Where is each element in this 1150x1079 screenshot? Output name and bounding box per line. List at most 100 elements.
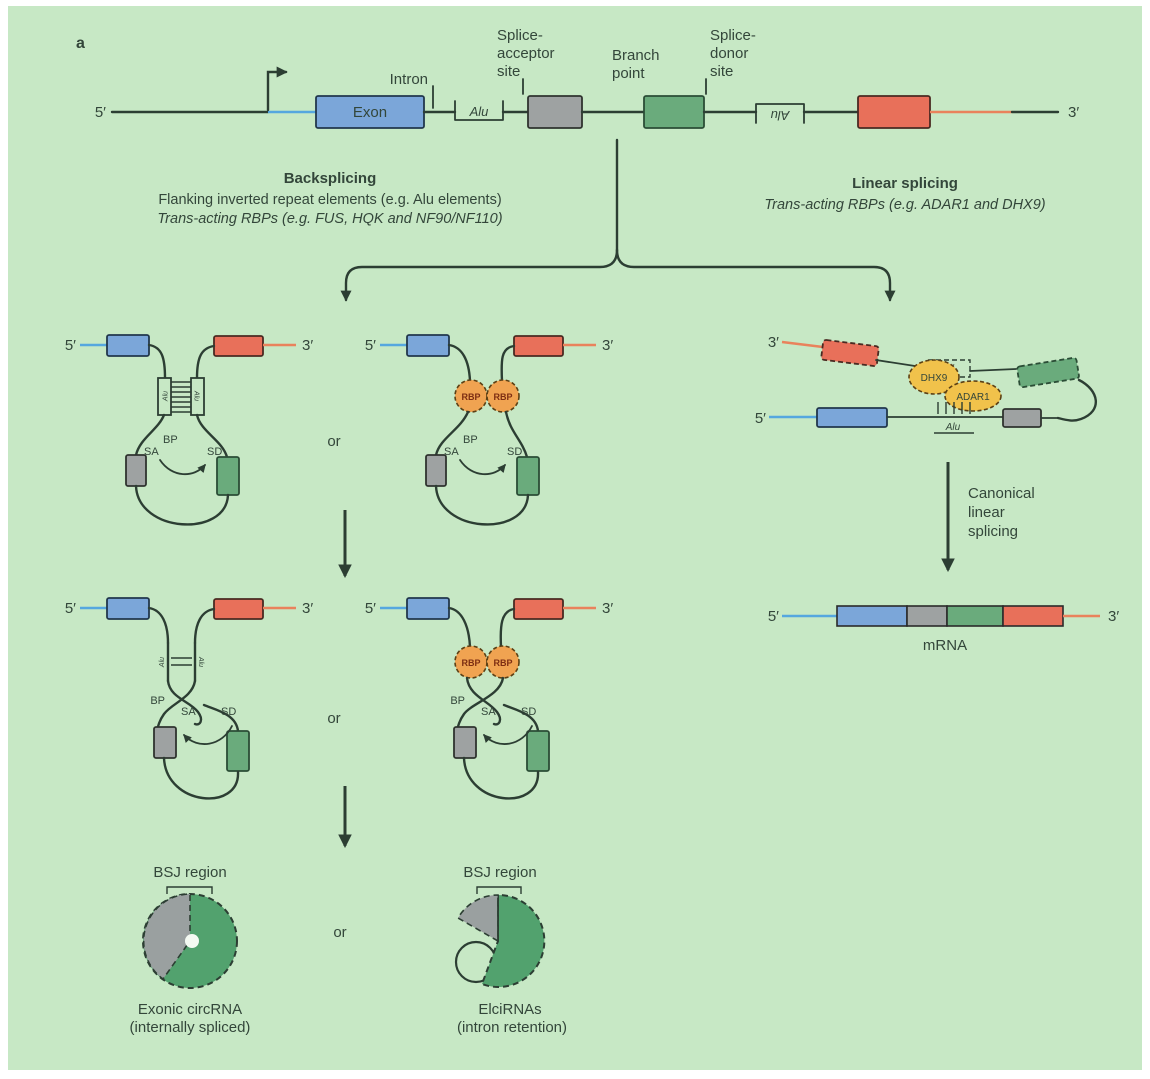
canonical-line1: Canonical: [968, 485, 1035, 502]
alu-label: Alu: [159, 657, 166, 668]
bp-label: BP: [150, 695, 165, 707]
rbp-protein-right: [486, 379, 520, 413]
alu-label: Alu: [197, 656, 204, 667]
intron-label: Intron: [390, 71, 428, 88]
three-prime-label: 3′: [602, 337, 613, 354]
backsplice-alu-pairing-diagram: 5′ 3′ Alu Alu BP SA SD: [65, 334, 313, 526]
five-prime-label: 5′: [65, 600, 76, 617]
rbp-protein-right: [486, 645, 520, 679]
connecting-loop: [1056, 378, 1097, 422]
splice-acceptor-callout: Splice- acceptor site: [497, 27, 555, 95]
bp-label: BP: [463, 434, 478, 446]
branch-point-callout: Branch point: [612, 47, 660, 82]
sa-label: SA: [144, 446, 159, 458]
exonic-circrna-product: BSJ region Exonic circRNA (internally sp…: [130, 864, 251, 1036]
adar1-protein: [944, 380, 1002, 412]
splice-acceptor-box: [1002, 408, 1042, 428]
mrna-exon-red: [1002, 605, 1064, 627]
or-label: or: [327, 710, 340, 727]
five-prime-label: 5′: [768, 608, 779, 625]
elcirna-label: ElciRNAs: [478, 1001, 541, 1018]
downstream-exon-box: [857, 95, 931, 129]
alu-repeats-separated: [166, 641, 197, 683]
backsplice-arrow-icon: [159, 459, 206, 476]
five-prime-label: 5′: [95, 104, 106, 121]
or-label: or: [333, 924, 346, 941]
branch-point-line1: Branch: [612, 47, 660, 64]
splice-donor-line1: Splice-: [710, 27, 756, 44]
splice-donor-line2: donor: [710, 45, 748, 62]
downstream-exon-box: [213, 335, 264, 357]
elcirna-sublabel: (intron retention): [457, 1019, 567, 1036]
splice-donor-box: [526, 730, 550, 772]
backsplice-arrow-icon: [459, 459, 506, 476]
bp-label: BP: [163, 434, 178, 446]
sd-label: SD: [507, 446, 522, 458]
rbp-label: RBP: [493, 392, 512, 402]
sd-label: SD: [221, 706, 236, 718]
canonical-line2: linear: [968, 504, 1005, 521]
backsplice-lariat-rbp-diagram: 5′ 3′ RBP RBP BP SA SD: [365, 597, 613, 800]
adar1-label: ADAR1: [956, 392, 990, 403]
five-prime-label: 5′: [365, 600, 376, 617]
alu-element-forward: Alu: [454, 100, 504, 121]
canonical-splicing-caption: Canonical linear splicing: [968, 485, 1035, 540]
three-prime-label: 3′: [602, 600, 613, 617]
mrna-label: mRNA: [923, 637, 967, 654]
alu-element-inverted: Alu: [755, 103, 805, 124]
three-prime-label: 3′: [1108, 608, 1119, 625]
mrna-product: 5′ 3′ mRNA: [768, 605, 1119, 654]
splice-donor-box: [516, 456, 540, 496]
branch-point-box: [1016, 356, 1080, 389]
alu-label: Alu: [163, 391, 170, 402]
elcirna-body-green: [480, 893, 546, 988]
exon-box: [816, 407, 888, 428]
bsj-bracket: [476, 886, 522, 894]
backsplice-arrow-icon: [183, 725, 233, 745]
backsplice-arrow-icon: [483, 725, 533, 745]
linear-splicing-heading: Linear splicing Trans-acting RBPs (e.g. …: [764, 175, 1045, 213]
bp-label: BP: [450, 695, 465, 707]
mrna-segment-gray: [906, 605, 948, 627]
transcription-start-arrow-icon: [266, 66, 288, 112]
alu-inverted-label: Alu: [771, 108, 791, 123]
alu-basepair-ticks: [937, 402, 971, 414]
five-prime-label: 5′: [365, 337, 376, 354]
exonic-circrna-label: Exonic circRNA: [138, 1001, 242, 1018]
three-prime-label: 3′: [1068, 104, 1079, 121]
exon-label: Exon: [353, 104, 387, 121]
splice-acceptor-box: [453, 726, 477, 759]
downstream-exon-box: [513, 335, 564, 357]
bsj-region-label: BSJ region: [153, 864, 226, 881]
alu-basepair-ladder: [171, 381, 191, 413]
mrna-segment-green: [946, 605, 1004, 627]
splice-acceptor-line2: acceptor: [497, 45, 555, 62]
pre-mrna-gene-map: 5′ Exon Intron Alu Splice- acceptor site…: [95, 27, 1079, 129]
downstream-exon-box: [213, 598, 264, 620]
or-label: or: [327, 433, 340, 450]
splice-acceptor-box: [125, 454, 147, 487]
five-prime-label: 5′: [65, 337, 76, 354]
splice-donor-box: [216, 456, 240, 496]
three-prime-label: 3′: [302, 337, 313, 354]
splice-donor-line3: site: [710, 63, 733, 80]
rbp-label: RBP: [493, 658, 512, 668]
downstream-exon-box: [513, 598, 564, 620]
linear-splicing-title: Linear splicing: [852, 175, 958, 192]
splice-donor-callout: Splice- donor site: [705, 27, 756, 95]
figure-background: [8, 6, 1142, 1070]
rbp-label: RBP: [461, 392, 480, 402]
alu-forward-label: Alu: [469, 104, 489, 119]
backsplice-rbp-dimer-diagram: 5′ 3′ RBP RBP BP SA SD: [365, 334, 613, 526]
branch-split-arrows: [340, 138, 896, 302]
splice-acceptor-line1: Splice-: [497, 27, 543, 44]
dhx9-protein: [908, 359, 960, 395]
linear-branch-arrow-icon: [615, 248, 896, 302]
sa-label: SA: [444, 446, 459, 458]
canonical-line3: splicing: [968, 523, 1018, 540]
bsj-region-label: BSJ region: [463, 864, 536, 881]
backsplice-lariat-alu-diagram: 5′ 3′ Alu Alu BP SA SD: [65, 597, 313, 800]
splice-acceptor-line3: site: [497, 63, 520, 80]
